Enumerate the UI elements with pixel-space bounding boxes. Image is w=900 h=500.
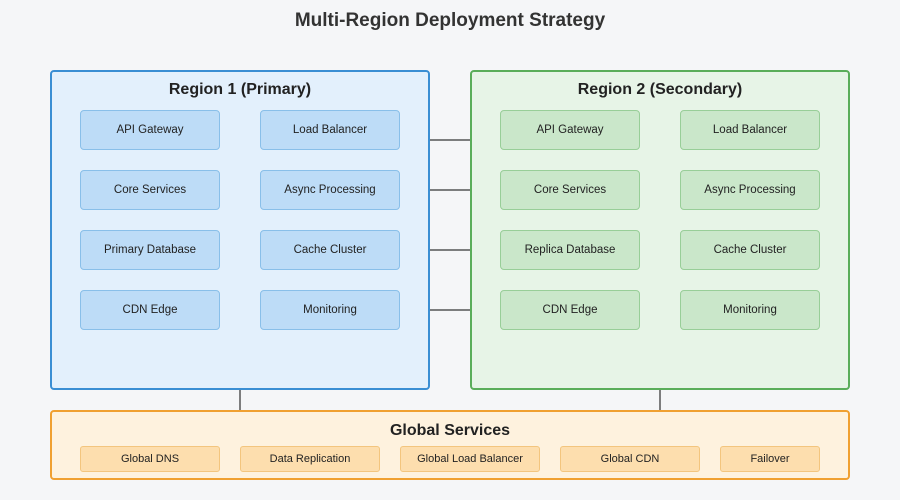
region-2-secondary: Region 2 (Secondary) API Gateway Load Ba… [470,70,850,390]
global-cdn[interactable]: Global CDN [560,446,700,472]
data-replication[interactable]: Data Replication [240,446,380,472]
diagram-title: Multi-Region Deployment Strategy [294,10,606,31]
failover[interactable]: Failover [720,446,820,472]
region-1-core-services[interactable]: Core Services [80,170,220,210]
region-2-cdn-edge[interactable]: CDN Edge [500,290,640,330]
region-2-replica-database[interactable]: Replica Database [500,230,640,270]
region-2-core-services[interactable]: Core Services [500,170,640,210]
region-1-load-balancer[interactable]: Load Balancer [260,110,400,150]
region-2-load-balancer[interactable]: Load Balancer [680,110,820,150]
global-services: Global Services Global DNS Data Replicat… [50,410,850,480]
region-2-monitoring[interactable]: Monitoring [680,290,820,330]
region-2-async-processing[interactable]: Async Processing [680,170,820,210]
region-1-monitoring[interactable]: Monitoring [260,290,400,330]
global-services-title: Global Services [389,422,511,439]
region-2-api-gateway[interactable]: API Gateway [500,110,640,150]
region-1-primary-database[interactable]: Primary Database [80,230,220,270]
region-1-cache-cluster[interactable]: Cache Cluster [260,230,400,270]
region-2-cache-cluster[interactable]: Cache Cluster [680,230,820,270]
region-1-title: Region 1 (Primary) [168,81,312,98]
region-1-async-processing[interactable]: Async Processing [260,170,400,210]
region-2-title: Region 2 (Secondary) [577,81,743,98]
global-dns[interactable]: Global DNS [80,446,220,472]
region-1-primary: Region 1 (Primary) API Gateway Load Bala… [50,70,430,390]
region-1-cdn-edge[interactable]: CDN Edge [80,290,220,330]
region-1-api-gateway[interactable]: API Gateway [80,110,220,150]
global-load-balancer[interactable]: Global Load Balancer [400,446,540,472]
